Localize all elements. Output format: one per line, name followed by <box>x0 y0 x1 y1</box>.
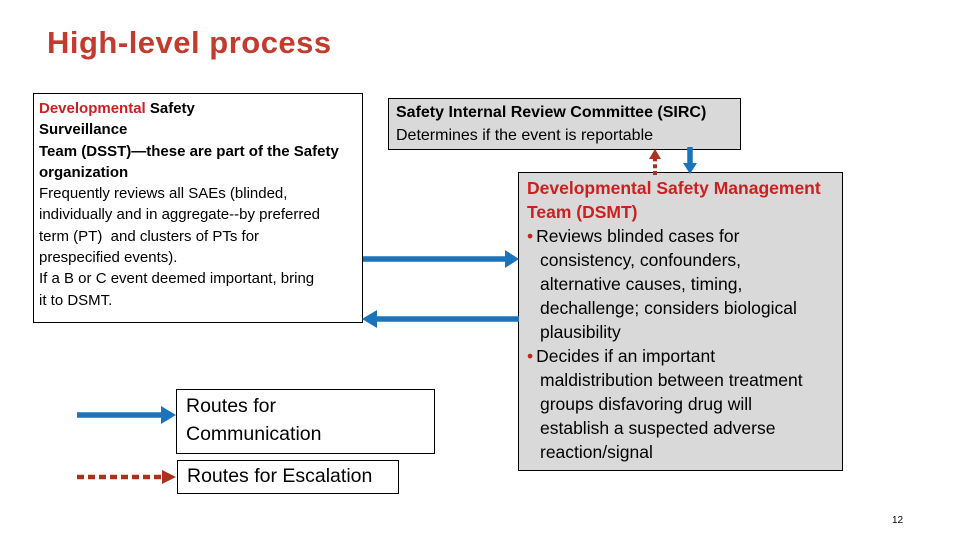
dsmt-title-line: Developmental Safety Management <box>527 178 821 198</box>
bullet-line: •Reviews blinded cases for <box>527 224 834 248</box>
bullet-line: •Decides if an important <box>527 344 834 368</box>
text-line: individually and in aggregate--by prefer… <box>39 206 321 224</box>
arrow-dsmt-to-dsst <box>362 310 519 328</box>
page-title: High-level process <box>47 25 332 60</box>
dsst-box: Developmental Safety Surveillance Team (… <box>33 93 363 323</box>
text-line: If a B or C event deemed important, brin… <box>39 270 315 288</box>
text-line: Routes for <box>186 395 276 417</box>
sirc-box: Safety Internal Review Committee (SIRC) … <box>388 98 741 150</box>
bullet-line: establish a suspected adverse <box>540 418 776 438</box>
routes-for-escalation-box: Routes for Escalation <box>177 460 399 494</box>
text-line: Frequently reviews all SAEs (blinded, <box>39 185 288 203</box>
bullet-line: reaction/signal <box>540 442 653 462</box>
bullet-line: dechallenge; considers biological <box>540 298 797 318</box>
text-line: term (PT) and clusters of PTs for <box>39 227 260 245</box>
text-line: it to DSMT. <box>39 291 113 309</box>
dsst-title-rest: Safety <box>145 100 195 117</box>
text-line: prespecified events). <box>39 249 178 267</box>
text-line: Communication <box>186 423 322 445</box>
bullet-dot-icon: • <box>527 226 534 246</box>
text-line: Developmental Safety <box>39 98 357 119</box>
arrow-dsmt-to-sirc-dashed <box>649 149 661 175</box>
bullet-dot-icon: • <box>527 346 534 366</box>
arrow-dsst-to-dsmt <box>363 250 519 268</box>
dsmt-box: Developmental Safety Management Team (DS… <box>518 172 843 471</box>
text-line: Surveillance <box>39 121 128 139</box>
arrow-sirc-to-dsmt <box>683 147 697 174</box>
dsst-title-red: Developmental <box>39 100 146 117</box>
text-line: Team (DSST)—these are part of the Safety <box>39 142 339 160</box>
bullet-text: Reviews blinded cases for <box>536 226 740 246</box>
escalation-legend-arrow-dashed <box>77 470 176 484</box>
bullet-line: maldistribution between treatment <box>540 370 803 390</box>
bullet-line: groups disfavoring drug will <box>540 394 753 414</box>
sirc-title: Safety Internal Review Committee (SIRC) <box>396 104 707 121</box>
dsmt-title-line: Team (DSMT) <box>527 202 638 222</box>
bullet-line: consistency, confounders, <box>540 250 742 270</box>
bullet-text: Decides if an important <box>536 346 716 366</box>
text-line: Routes for Escalation <box>187 465 373 487</box>
communication-legend-arrow <box>77 406 176 424</box>
bullet-line: plausibility <box>540 322 621 342</box>
sirc-subtitle: Determines if the event is reportable <box>396 127 654 144</box>
bullet-line: alternative causes, timing, <box>540 274 743 294</box>
text-line: organization <box>39 163 129 181</box>
page-number: 12 <box>892 515 904 526</box>
routes-for-communication-box: Routes for Communication <box>176 389 435 454</box>
